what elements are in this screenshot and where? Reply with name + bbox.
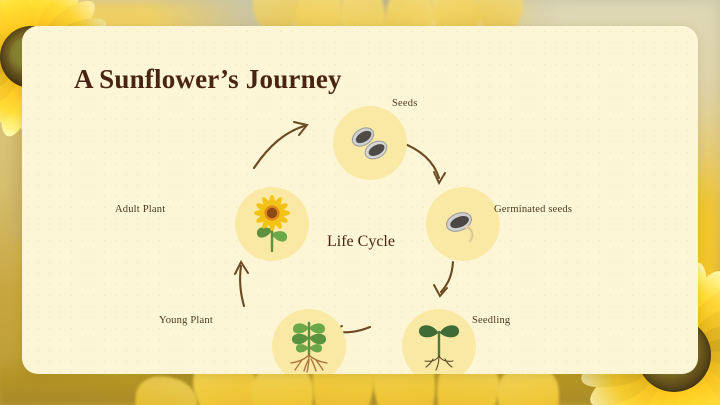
stage-label-germinated-seeds: Germinated seeds <box>494 204 573 215</box>
adult-sunflower-icon <box>254 195 290 253</box>
germinated-seed-icon <box>446 212 475 243</box>
stage-node-seedling[interactable] <box>402 309 476 374</box>
arrow-adult-to-seeds <box>252 124 306 170</box>
cycle-arrows <box>234 121 455 339</box>
sunflower-seeds-icon <box>351 127 388 160</box>
life-cycle-diagram: Life Cycle Seeds Germinated seeds Seedli… <box>22 26 698 374</box>
young-plant-icon <box>290 321 328 373</box>
stage-label-seedling: Seedling <box>472 315 511 326</box>
page-title: A Sunflower’s Journey <box>74 64 342 94</box>
cycle-center-label: Life Cycle <box>327 233 395 250</box>
stage-node-adult-plant[interactable] <box>235 187 309 261</box>
arrow-young-to-adult <box>238 264 246 308</box>
stage-node-germinated-seeds[interactable] <box>426 187 500 261</box>
seedling-icon <box>418 325 460 371</box>
stage-label-young-plant: Young Plant <box>159 315 213 326</box>
stage-node-seeds[interactable] <box>333 106 407 180</box>
arrow-germinated-to-seedling <box>439 260 455 294</box>
stage-label-seeds: Seeds <box>392 98 418 109</box>
content-card: A Sunflower’s Journey <box>22 26 698 374</box>
stage-label-adult-plant: Adult Plant <box>115 204 166 215</box>
stage-node-young-plant[interactable] <box>272 309 346 374</box>
